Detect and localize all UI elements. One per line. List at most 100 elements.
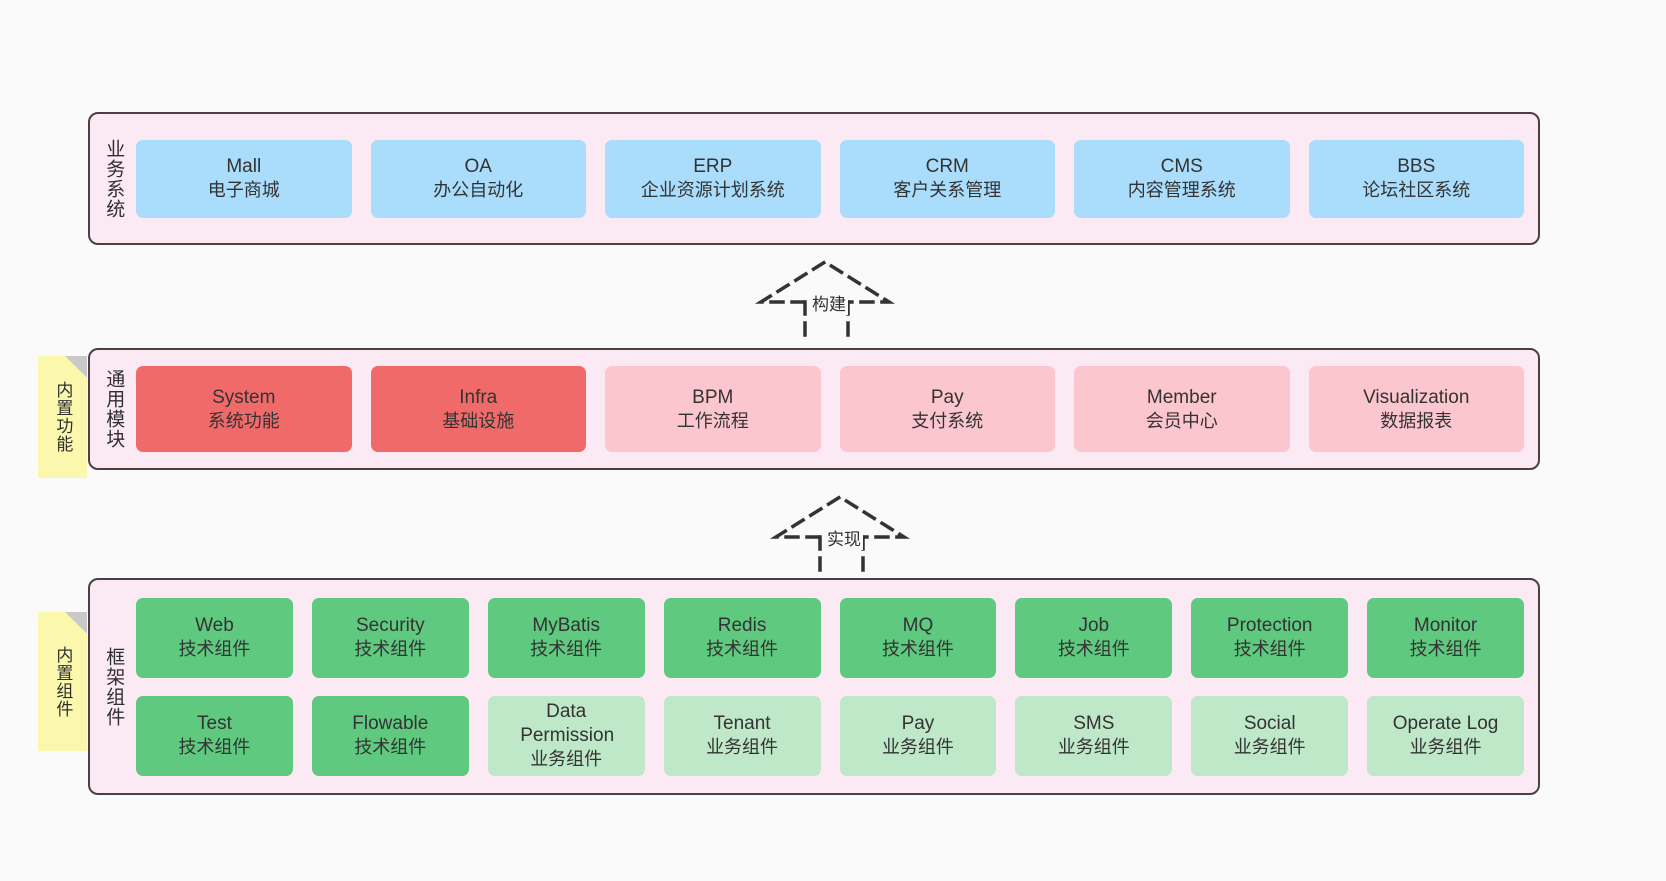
connector-build-label: 构建 bbox=[810, 290, 848, 315]
card-subtitle: 技术组件 bbox=[530, 639, 603, 660]
card-title: Operate Log bbox=[1392, 713, 1499, 735]
card-subtitle: 业务组件 bbox=[706, 737, 779, 758]
card-title: Redis bbox=[717, 615, 767, 637]
card-bbs[interactable]: BBS 论坛社区系统 bbox=[1308, 139, 1524, 218]
card-pay[interactable]: Pay 支付系统 bbox=[839, 366, 1055, 452]
card-title: Pay bbox=[901, 713, 935, 735]
card-monitor[interactable]: Monitor 技术组件 bbox=[1367, 597, 1524, 678]
note-builtin-components: 内置组件 bbox=[38, 612, 87, 751]
card-security[interactable]: Security 技术组件 bbox=[311, 597, 469, 678]
card-operate-log[interactable]: Operate Log 业务组件 bbox=[1367, 695, 1524, 776]
card-subtitle: 业务组件 bbox=[1409, 737, 1482, 758]
card-subtitle: 业务组件 bbox=[1057, 737, 1130, 758]
card-title: BPM bbox=[692, 386, 734, 408]
card-web[interactable]: Web 技术组件 bbox=[136, 597, 293, 678]
card-subtitle: 业务组件 bbox=[1233, 737, 1306, 758]
card-subtitle: 内容管理系统 bbox=[1127, 180, 1236, 201]
framework-row-technical: Web 技术组件 Security 技术组件 MyBatis 技术组件 Redi… bbox=[136, 597, 1524, 678]
note-builtin-features: 内置功能 bbox=[38, 356, 87, 478]
card-tenant[interactable]: Tenant 业务组件 bbox=[663, 695, 821, 776]
card-title: Flowable bbox=[352, 713, 429, 735]
note-fold-corner-icon bbox=[65, 612, 87, 634]
card-title: SMS bbox=[1073, 713, 1115, 735]
connector-build: 构建 bbox=[754, 259, 910, 342]
card-title: Web bbox=[195, 615, 234, 637]
card-subtitle: 会员中心 bbox=[1145, 410, 1218, 431]
card-title: OA bbox=[464, 156, 492, 178]
card-subtitle: 技术组件 bbox=[354, 639, 427, 660]
card-subtitle: 电子商城 bbox=[207, 180, 280, 201]
card-subtitle: 论坛社区系统 bbox=[1362, 180, 1471, 201]
card-social[interactable]: Social 业务组件 bbox=[1191, 695, 1349, 776]
layer-business-body: Mall 电子商城 OA 办公自动化 ERP 企业资源计划系统 CRM 客户关系… bbox=[136, 114, 1538, 243]
layer-framework-components: 框架组件 Web 技术组件 Security 技术组件 MyBatis 技术组件… bbox=[88, 578, 1540, 795]
card-subtitle: 系统功能 bbox=[207, 410, 280, 431]
card-title: Member bbox=[1146, 386, 1217, 408]
card-pay-business[interactable]: Pay 业务组件 bbox=[839, 695, 997, 776]
connector-implement: 实现 bbox=[769, 494, 925, 577]
card-title: Tenant bbox=[713, 713, 771, 735]
card-sms[interactable]: SMS 业务组件 bbox=[1015, 695, 1173, 776]
note-label: 内置功能 bbox=[53, 381, 73, 453]
note-label: 内置组件 bbox=[53, 645, 73, 718]
card-subtitle: 业务组件 bbox=[881, 737, 954, 758]
layer-business-label: 业务系统 bbox=[103, 138, 125, 219]
card-subtitle: 技术组件 bbox=[354, 737, 427, 758]
card-title: Mall bbox=[226, 156, 262, 178]
card-title: BBS bbox=[1397, 156, 1436, 178]
card-title: Infra bbox=[459, 386, 498, 408]
card-title: Data Permission bbox=[520, 701, 615, 747]
card-crm[interactable]: CRM 客户关系管理 bbox=[839, 139, 1055, 218]
framework-row-business: Test 技术组件 Flowable 技术组件 Data Permission … bbox=[136, 695, 1524, 776]
card-subtitle: 技术组件 bbox=[881, 639, 954, 660]
card-subtitle: 技术组件 bbox=[1233, 639, 1306, 660]
card-bpm[interactable]: BPM 工作流程 bbox=[605, 366, 821, 452]
card-data-permission[interactable]: Data Permission 业务组件 bbox=[487, 695, 645, 776]
layer-common-body: System 系统功能 Infra 基础设施 BPM 工作流程 Pay 支付系统… bbox=[136, 350, 1538, 468]
card-infra[interactable]: Infra 基础设施 bbox=[370, 366, 586, 452]
card-title: Job bbox=[1078, 615, 1110, 637]
business-card-row: Mall 电子商城 OA 办公自动化 ERP 企业资源计划系统 CRM 客户关系… bbox=[136, 139, 1524, 218]
card-subtitle: 工作流程 bbox=[676, 410, 749, 431]
card-subtitle: 支付系统 bbox=[911, 410, 984, 431]
card-title: MyBatis bbox=[532, 615, 600, 637]
card-visualization[interactable]: Visualization 数据报表 bbox=[1308, 366, 1524, 452]
card-subtitle: 技术组件 bbox=[706, 639, 779, 660]
card-cms[interactable]: CMS 内容管理系统 bbox=[1074, 139, 1290, 218]
card-subtitle: 业务组件 bbox=[530, 749, 603, 770]
card-title: System bbox=[212, 386, 276, 408]
card-title: Test bbox=[197, 713, 232, 735]
card-subtitle: 基础设施 bbox=[442, 410, 515, 431]
layer-framework-body: Web 技术组件 Security 技术组件 MyBatis 技术组件 Redi… bbox=[136, 580, 1538, 793]
card-flowable[interactable]: Flowable 技术组件 bbox=[311, 695, 469, 776]
card-erp[interactable]: ERP 企业资源计划系统 bbox=[605, 139, 821, 218]
card-title: Monitor bbox=[1413, 615, 1478, 637]
card-mq[interactable]: MQ 技术组件 bbox=[839, 597, 997, 678]
card-title: Security bbox=[355, 615, 425, 637]
card-test[interactable]: Test 技术组件 bbox=[136, 695, 293, 776]
card-mall[interactable]: Mall 电子商城 bbox=[136, 139, 352, 218]
layer-common-modules: 通用模块 System 系统功能 Infra 基础设施 BPM 工作流程 Pay bbox=[88, 348, 1540, 470]
note-fold-corner-icon bbox=[65, 356, 87, 378]
card-subtitle: 数据报表 bbox=[1380, 410, 1453, 431]
card-title: Visualization bbox=[1363, 386, 1470, 408]
card-title: Social bbox=[1243, 713, 1296, 735]
card-subtitle: 办公自动化 bbox=[433, 180, 524, 201]
card-subtitle: 技术组件 bbox=[178, 639, 251, 660]
connector-implement-label: 实现 bbox=[825, 525, 863, 550]
card-title: CMS bbox=[1160, 156, 1203, 178]
layer-business-systems: 业务系统 Mall 电子商城 OA 办公自动化 ERP 企业资源计划系统 CRM bbox=[88, 112, 1540, 245]
card-oa[interactable]: OA 办公自动化 bbox=[370, 139, 586, 218]
card-member[interactable]: Member 会员中心 bbox=[1074, 366, 1290, 452]
card-job[interactable]: Job 技术组件 bbox=[1015, 597, 1173, 678]
card-title: MQ bbox=[902, 615, 934, 637]
card-redis[interactable]: Redis 技术组件 bbox=[663, 597, 821, 678]
layer-framework-label: 框架组件 bbox=[103, 646, 125, 727]
card-system[interactable]: System 系统功能 bbox=[136, 366, 352, 452]
card-subtitle: 企业资源计划系统 bbox=[640, 180, 785, 201]
card-subtitle: 技术组件 bbox=[1057, 639, 1130, 660]
card-protection[interactable]: Protection 技术组件 bbox=[1191, 597, 1349, 678]
card-title: Protection bbox=[1226, 615, 1313, 637]
card-mybatis[interactable]: MyBatis 技术组件 bbox=[487, 597, 645, 678]
